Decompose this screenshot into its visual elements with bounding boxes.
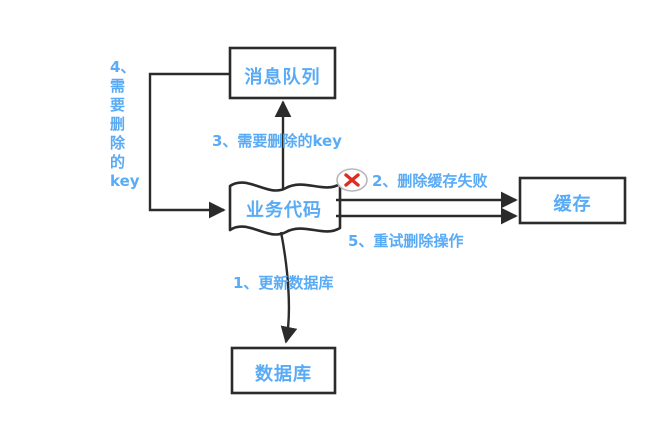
edge-4-label-line-5: 除 — [110, 134, 126, 152]
node-database-label: 数据库 — [255, 364, 312, 385]
edge-5-retry-delete-label: 5、重试删除操作 — [348, 232, 464, 250]
node-database-box[interactable] — [230, 346, 337, 395]
edge-4-label-line-6: 的 — [110, 153, 126, 171]
edge-4-key-from-mq-line — [148, 72, 230, 219]
edge-1-update-db-line — [279, 231, 298, 344]
edge-1-update-db-label: 1、更新数据库 — [233, 274, 334, 292]
node-business-code-label: 业务代码 — [246, 200, 322, 221]
edge-4-label-line-1: 4、 — [110, 58, 136, 76]
edge-4-key-from-mq-label: 4、 需 要 删 除 的 key — [110, 58, 144, 191]
edge-4-label-line-4: 删 — [110, 115, 126, 133]
node-message-queue-label: 消息队列 — [244, 67, 321, 88]
error-x-icon — [336, 168, 368, 192]
node-cache-label: 缓存 — [553, 194, 592, 215]
edge-4-label-line-7: key — [110, 172, 140, 190]
node-business-code-shape[interactable] — [228, 181, 342, 236]
edge-3-key-to-mq-label: 3、需要删除的key — [212, 132, 342, 150]
edge-2-delete-failed-label: 2、删除缓存失败 — [372, 172, 488, 190]
edge-4-label-line-3: 要 — [110, 96, 126, 114]
node-cache-box[interactable] — [518, 176, 627, 225]
edge-4-label-line-2: 需 — [110, 77, 126, 95]
